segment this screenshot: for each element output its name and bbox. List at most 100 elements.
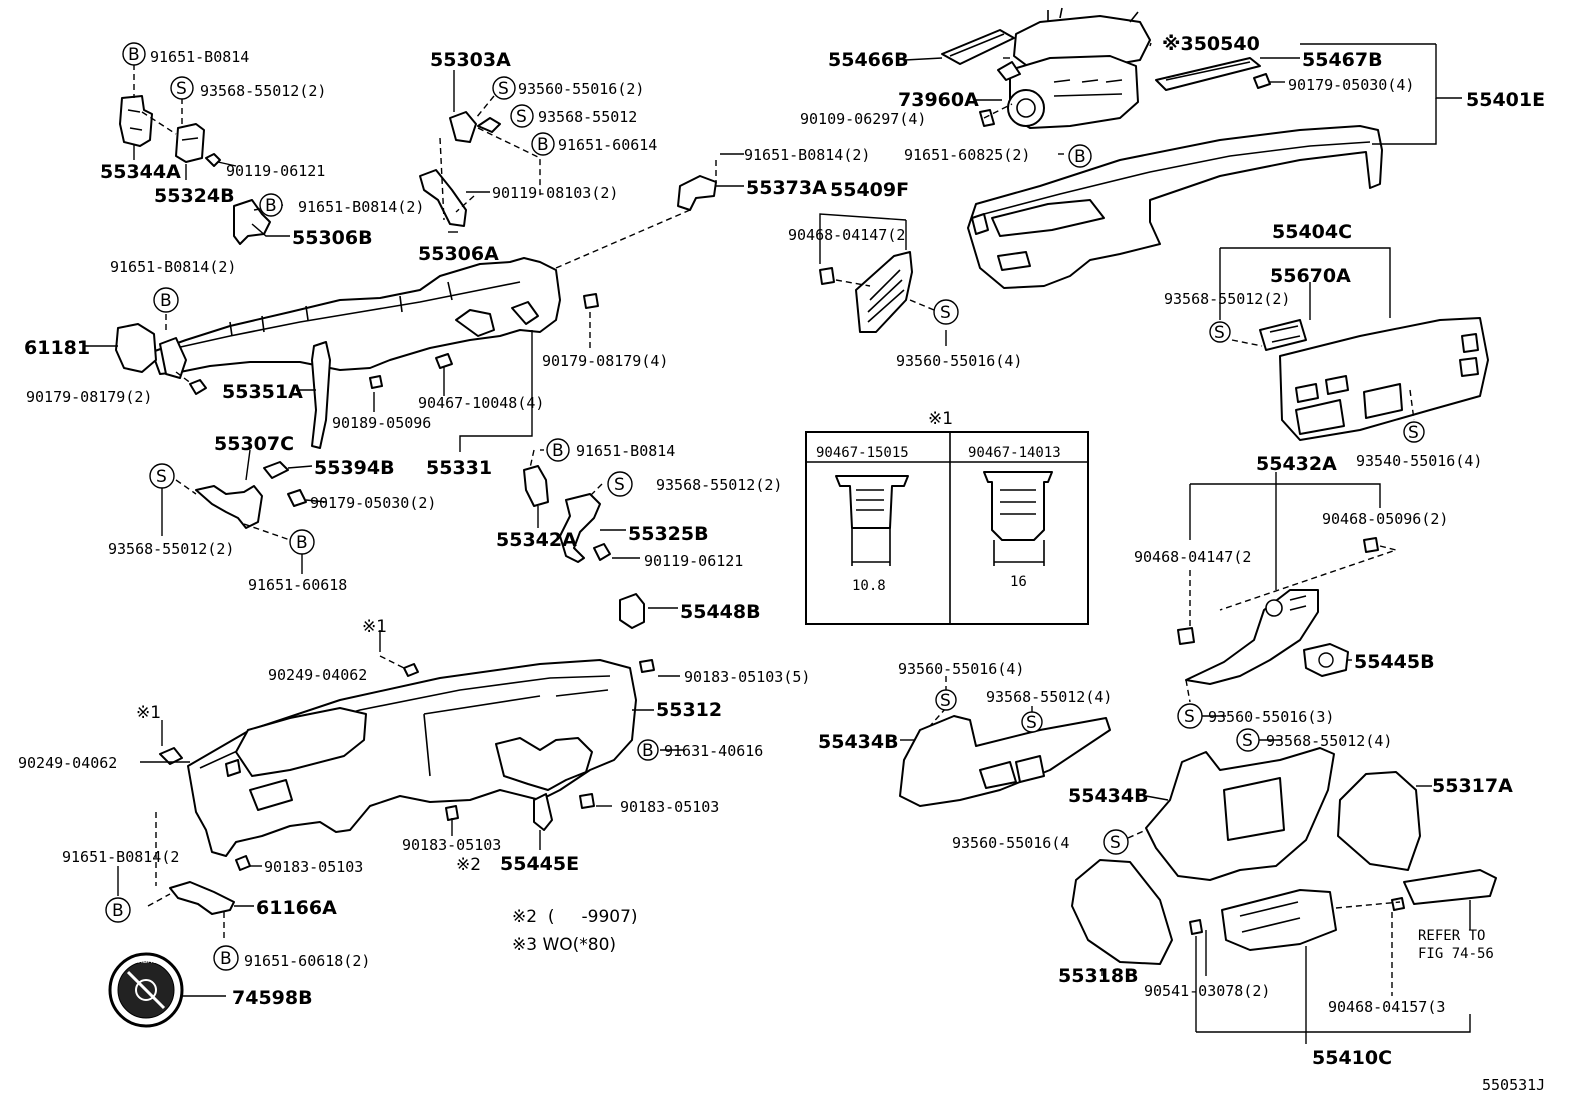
label-90179-05030-2: 90179-05030(2) — [310, 494, 436, 512]
note-x1-a: ※1 — [362, 617, 387, 637]
label-91651-60618: 91651-60618 — [248, 576, 347, 594]
airbag-badge-74598B: AIRBAG — [108, 952, 184, 1028]
panel-55434B-a — [899, 715, 1111, 807]
inset-title: ※1 — [928, 409, 953, 429]
label-93560-55016-4-b: 93560-55016(4) — [898, 660, 1024, 678]
label-55401E: 55401E — [1466, 89, 1545, 111]
label-55325B: 55325B — [628, 523, 709, 545]
bracket-55325B — [559, 493, 611, 563]
label-91651-60825-2: 91651-60825(2) — [904, 146, 1030, 164]
label-90541-03078-2: 90541-03078(2) — [1144, 982, 1270, 1000]
label-90249-04062-b: 90249-04062 — [18, 754, 117, 772]
refer-line-1: REFER TO — [1418, 928, 1485, 944]
label-90179-08179-4: 90179-08179(4) — [542, 352, 668, 370]
s-marker: S — [156, 467, 167, 487]
label-90468-04147-2-b: 90468-04147(2 — [1134, 548, 1251, 566]
label-91651-60618-2: 91651-60618(2) — [244, 952, 370, 970]
label-55467B: 55467B — [1302, 49, 1383, 71]
label-55344A: 55344A — [100, 161, 181, 183]
label-55373A: 55373A — [746, 177, 827, 199]
refer-line-2: FIG 74-56 — [1418, 946, 1494, 962]
bracket-55307C — [195, 461, 307, 529]
bracket-55410C — [1189, 869, 1497, 951]
note-x2-mark: ※2 — [456, 855, 481, 875]
label-55318B: 55318B — [1058, 965, 1139, 987]
label-91651-B0814-2: 91651-B0814(2) — [298, 198, 424, 216]
s-marker: S — [1026, 713, 1037, 733]
s-marker: S — [940, 691, 951, 711]
note-x1-b: ※1 — [136, 703, 161, 723]
label-90467-10048-4: 90467-10048(4) — [418, 394, 544, 412]
bracket-55373A — [677, 175, 717, 211]
b-marker: B — [128, 45, 140, 65]
label-55445B: 55445B — [1354, 651, 1435, 673]
label-91651-B0814-b: 91651-B0814 — [576, 442, 675, 460]
label-55670A: 55670A — [1270, 265, 1351, 287]
label-93568-55012-2-b: 93568-55012(2) — [1164, 290, 1290, 308]
label-93560-55016-4-a: 93560-55016(4) — [896, 352, 1022, 370]
label-93568-55012: 93568-55012 — [538, 108, 637, 126]
inset-col2-part: 90467-14013 — [968, 445, 1061, 461]
label-61166A: 61166A — [256, 897, 337, 919]
label-55303A: 55303A — [430, 49, 511, 71]
label-55312: 55312 — [656, 699, 722, 721]
inset-col2-dim: 16 — [1010, 574, 1027, 590]
label-55445E: 55445E — [500, 853, 579, 875]
label-90109-06297-4: 90109-06297(4) — [800, 110, 926, 128]
inset-col1-part: 90467-15015 — [816, 445, 909, 461]
label-350540: ※350540 — [1162, 33, 1260, 55]
b-marker: B — [552, 441, 564, 461]
label-90119-06121-b: 90119-06121 — [644, 552, 743, 570]
badge-text: AIRBAG — [131, 957, 158, 965]
label-91651-B0814-2-b: 91651-B0814(2) — [744, 146, 870, 164]
switch-55445B — [1303, 643, 1349, 677]
b-marker: B — [112, 901, 124, 921]
label-90183-05103-5: 90183-05103(5) — [684, 668, 810, 686]
label-55404C: 55404C — [1272, 221, 1352, 243]
diagram-id: 550531J — [1482, 1076, 1545, 1094]
label-90468-04157-3: 90468-04157(3 — [1328, 998, 1445, 1016]
label-91651-60614: 91651-60614 — [558, 136, 657, 154]
airbag-73960A — [979, 7, 1151, 129]
b-marker: B — [220, 949, 232, 969]
label-91631-40616: 91631-40616 — [664, 742, 763, 760]
circle-markers: B S B S S B B S S S B B S S B S S S S S … — [105, 42, 1425, 971]
b-marker: B — [160, 291, 172, 311]
finish-55432A — [1177, 537, 1379, 685]
label-55409F: 55409F — [830, 179, 909, 201]
label-55466B: 55466B — [828, 49, 909, 71]
label-61181: 61181 — [24, 337, 90, 359]
b-marker: B — [265, 196, 277, 216]
b-marker: B — [296, 533, 308, 553]
inset-col1-dim: 10.8 — [852, 578, 886, 594]
b-marker: B — [537, 135, 549, 155]
label-55324B: 55324B — [154, 185, 235, 207]
label-90119-06121: 90119-06121 — [226, 162, 325, 180]
b-marker: B — [642, 741, 654, 761]
bracket-55342A — [523, 465, 549, 507]
label-93568-55012-2: 93568-55012(2) — [200, 82, 326, 100]
label-55306A: 55306A — [418, 243, 499, 265]
s-marker: S — [498, 79, 509, 99]
s-marker: S — [1214, 323, 1225, 343]
bracket-55324B — [175, 123, 221, 167]
label-91651-B0814-2-d: 91651-B0814(2 — [62, 848, 179, 866]
panel-55401E — [967, 125, 1383, 289]
label-90119-08103-2: 90119-08103(2) — [492, 184, 618, 202]
label-55434B-a: 55434B — [818, 731, 899, 753]
label-55351A: 55351A — [222, 381, 303, 403]
cover-55467B — [1155, 57, 1271, 91]
cover-55317A — [1337, 771, 1421, 871]
label-90179-05030-4: 90179-05030(4) — [1288, 76, 1414, 94]
panel-55434B-b — [1145, 747, 1335, 881]
label-55342A: 55342A — [496, 529, 577, 551]
s-marker: S — [614, 475, 625, 495]
bracket-55303A — [449, 111, 501, 143]
bezel-55404C — [1279, 317, 1489, 441]
label-90179-08179-2: 90179-08179(2) — [26, 388, 152, 406]
label-90468-04147-2: 90468-04147(2 — [788, 226, 905, 244]
label-55317A: 55317A — [1432, 775, 1513, 797]
s-marker: S — [1110, 833, 1121, 853]
bracket-61166A — [169, 881, 235, 915]
